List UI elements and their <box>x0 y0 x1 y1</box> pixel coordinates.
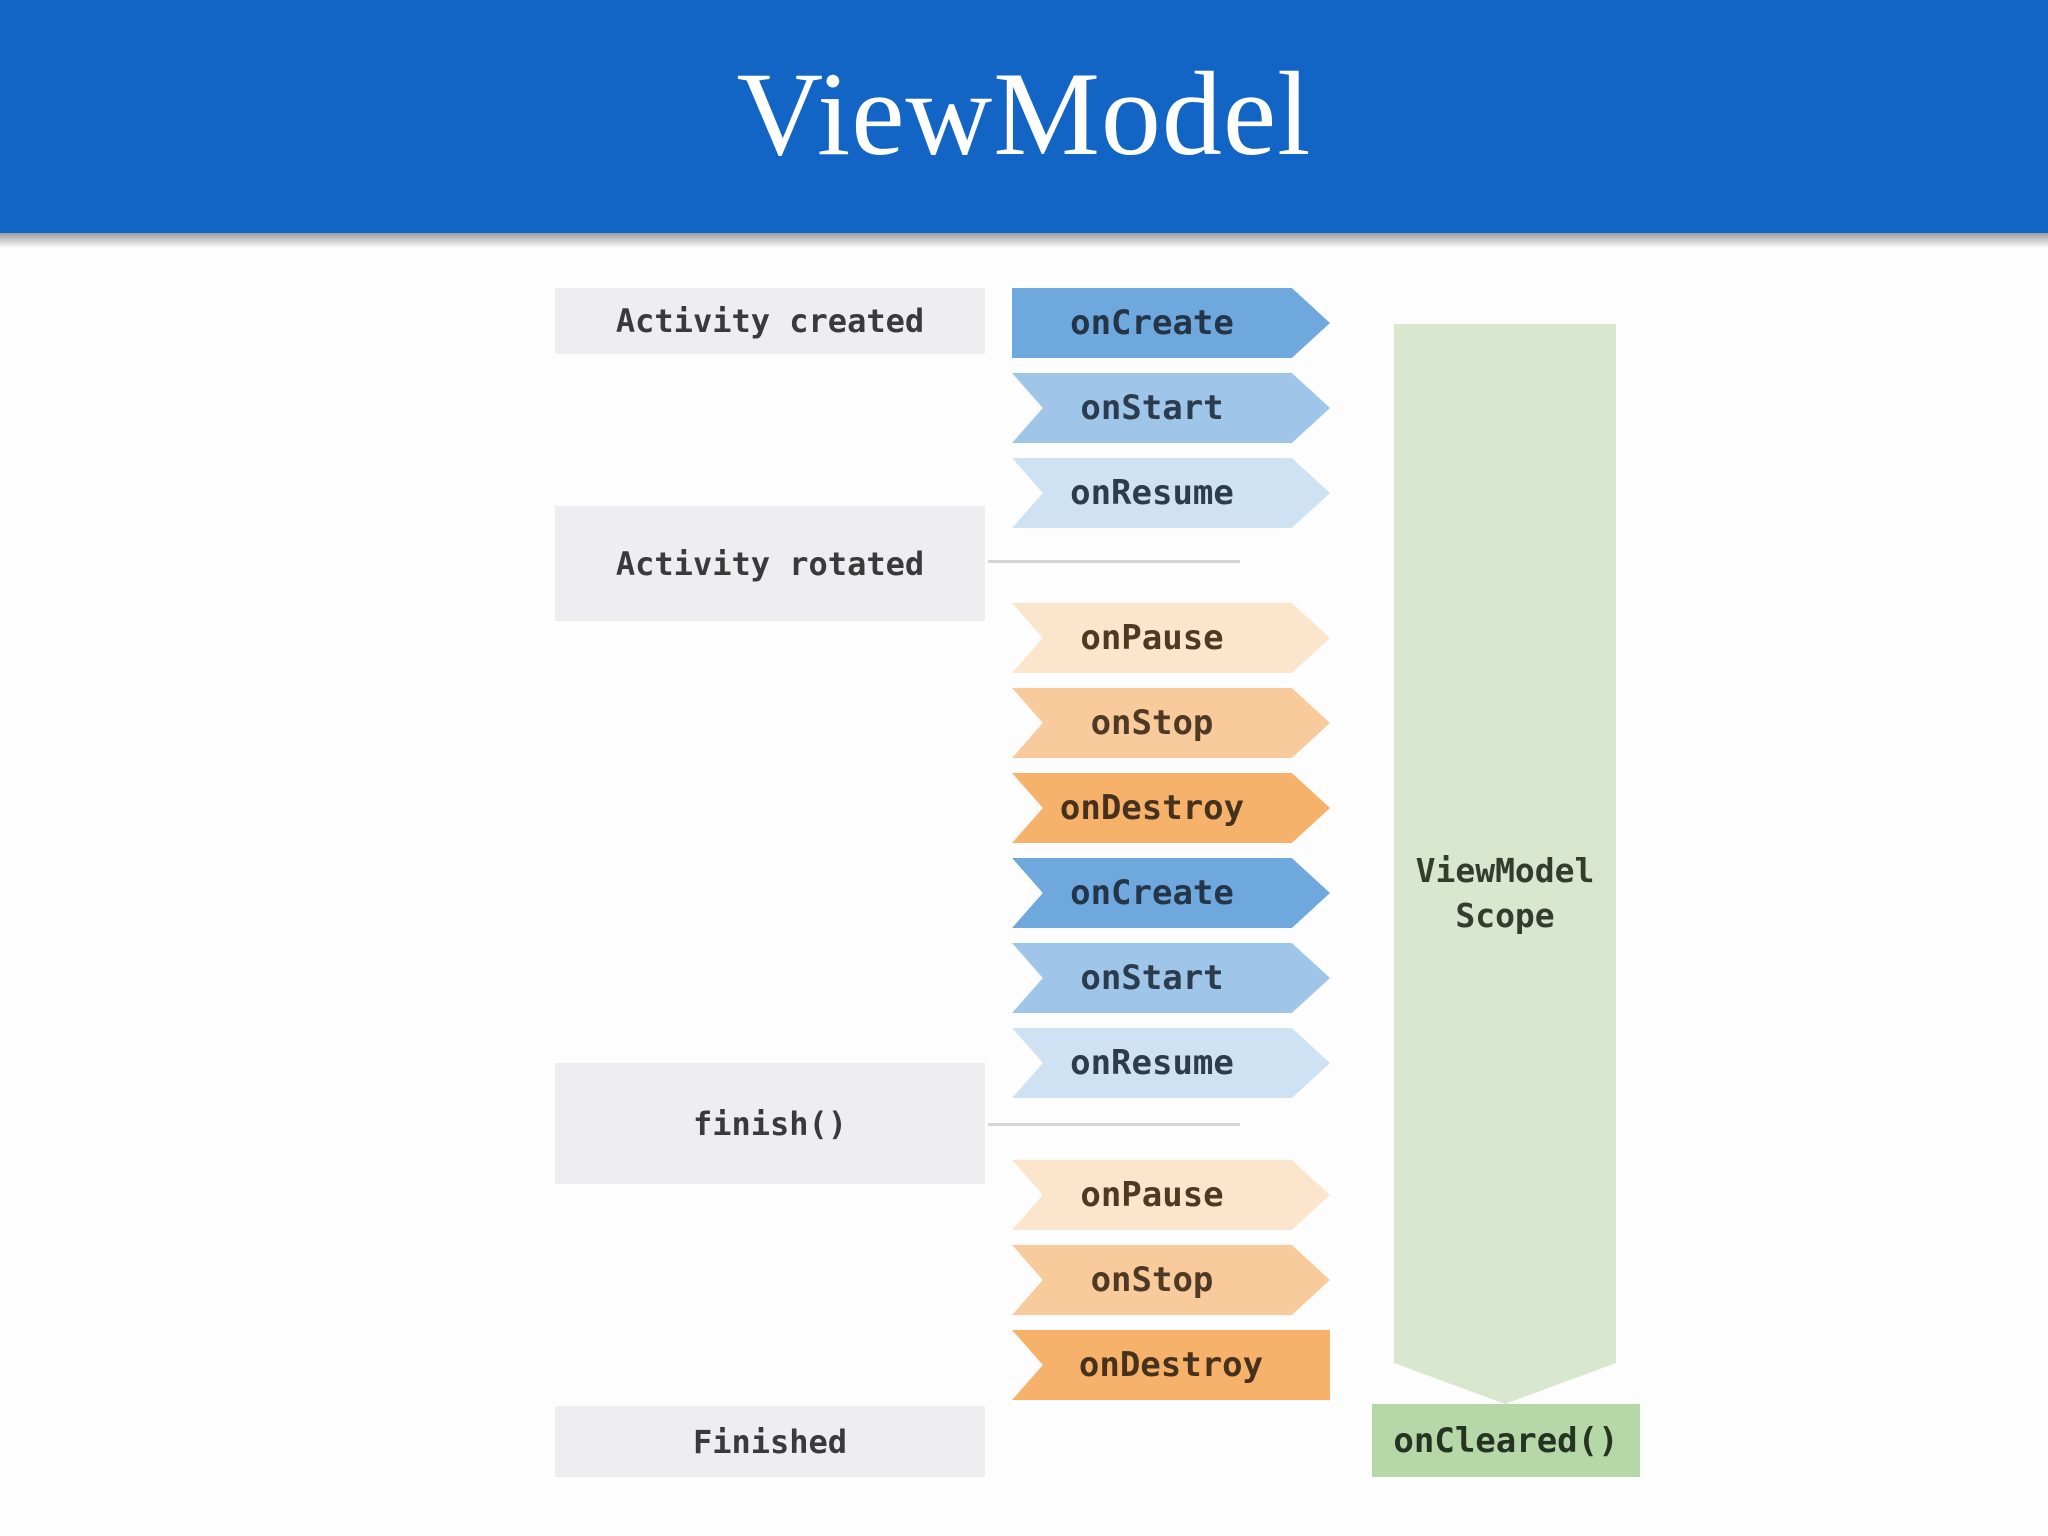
event-chevron-onresume-2: onResume <box>1012 1028 1330 1098</box>
event-chevron-onstart-2: onStart <box>1012 943 1330 1013</box>
event-chevron-onstart-1: onStart <box>1012 373 1330 443</box>
viewmodel-scope-label-line1: ViewModel <box>1415 851 1595 890</box>
oncleared-box: onCleared() <box>1372 1404 1640 1477</box>
viewmodel-scope-label-line2: Scope <box>1455 896 1555 935</box>
event-chevron-ondestroy-2: onDestroy <box>1012 1330 1330 1400</box>
slide-header: ViewModel <box>0 0 2048 233</box>
event-chevron-onstop-1: onStop <box>1012 688 1330 758</box>
event-chevron-onresume-1: onResume <box>1012 458 1330 528</box>
divider-line-rotated <box>988 560 1240 563</box>
state-box-finish: finish() <box>555 1063 985 1184</box>
event-chevron-oncreate-2: onCreate <box>1012 858 1330 928</box>
state-box-activity-created: Activity created <box>555 288 985 354</box>
viewmodel-scope-arrow <box>1394 324 1616 1404</box>
divider-line-finish <box>988 1123 1240 1126</box>
state-box-activity-rotated: Activity rotated <box>555 506 985 621</box>
page-title: ViewModel <box>736 46 1312 180</box>
viewmodel-scope-label: ViewModel Scope <box>1394 848 1616 938</box>
state-box-finished: Finished <box>555 1406 985 1477</box>
event-chevron-onpause-1: onPause <box>1012 603 1330 673</box>
event-chevron-oncreate-1: onCreate <box>1012 288 1330 358</box>
event-chevron-onpause-2: onPause <box>1012 1160 1330 1230</box>
header-shadow <box>0 233 2048 248</box>
event-chevron-ondestroy-1: onDestroy <box>1012 773 1330 843</box>
event-chevron-onstop-2: onStop <box>1012 1245 1330 1315</box>
